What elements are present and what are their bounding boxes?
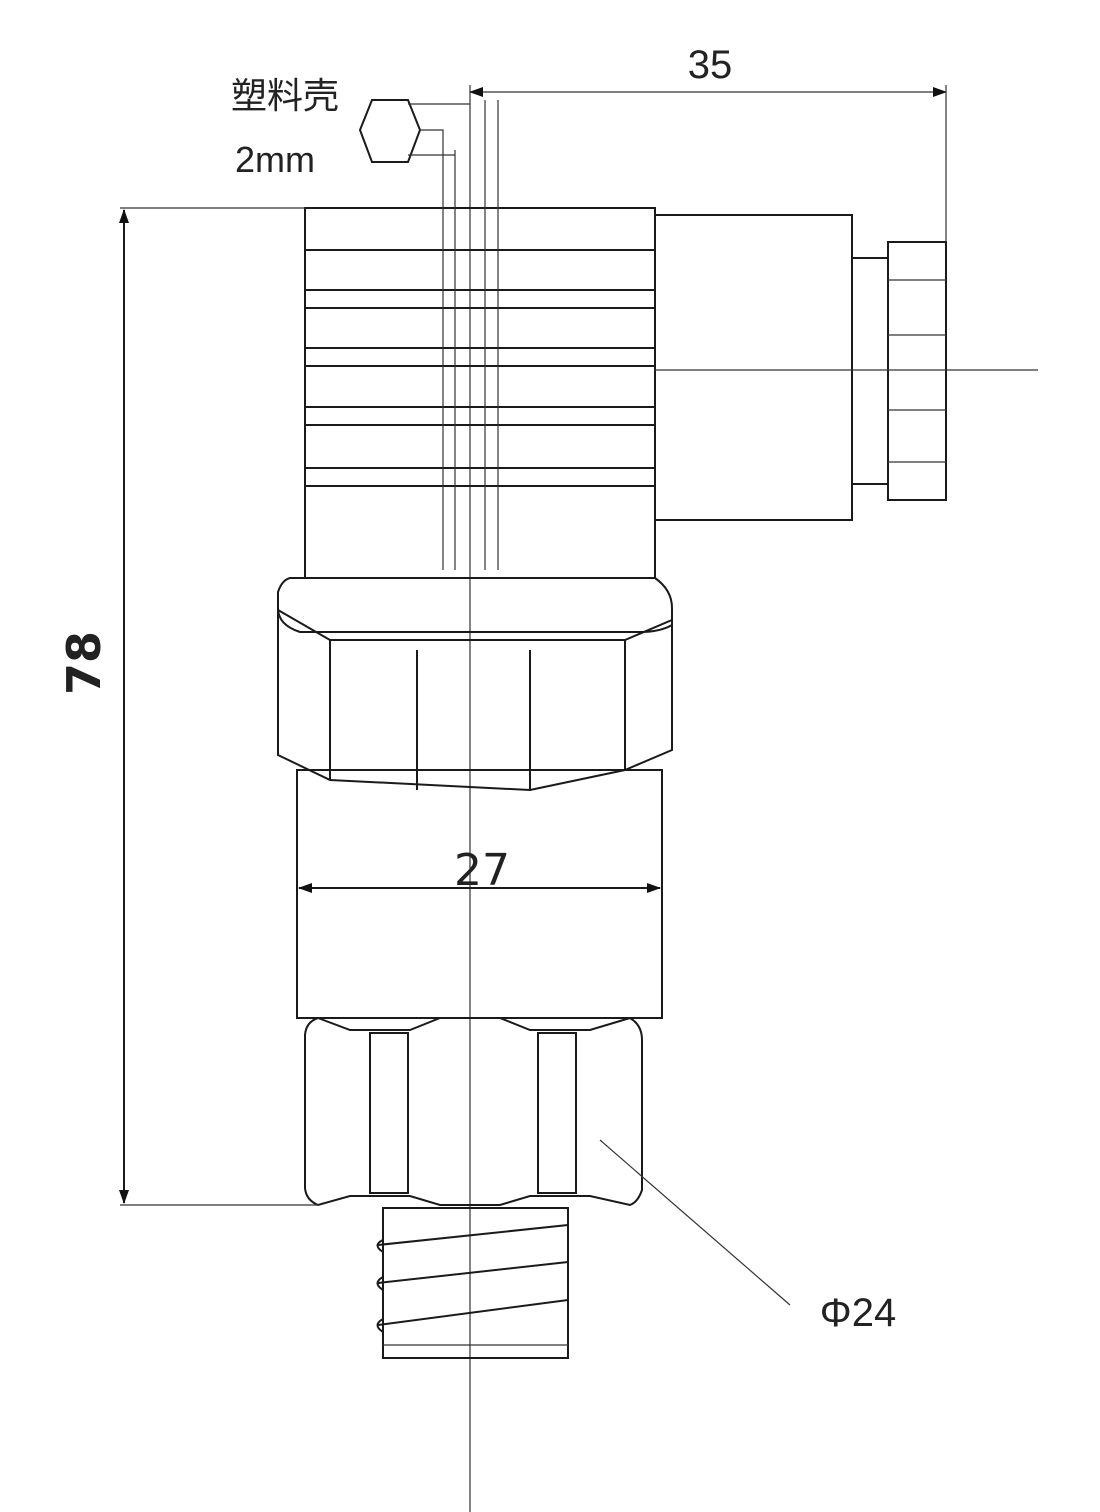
connector-housing bbox=[304, 100, 656, 579]
leader-phi24 bbox=[599, 1139, 791, 1306]
side-plug bbox=[655, 214, 1038, 521]
dim-78 bbox=[119, 207, 318, 1206]
dim-78-label: 78 bbox=[57, 631, 111, 695]
note-thickness: 2mm bbox=[235, 139, 315, 180]
collar bbox=[277, 577, 673, 792]
dim-35-label: 35 bbox=[688, 43, 733, 87]
lower-hex-nut bbox=[304, 1016, 643, 1207]
thread bbox=[376, 1207, 569, 1359]
note-material: 塑料壳 bbox=[231, 76, 339, 117]
dim-phi24-label: Φ24 bbox=[820, 1291, 896, 1335]
cable-gland-icon bbox=[358, 99, 470, 163]
dim-35 bbox=[469, 85, 947, 242]
dim-27-label: 27 bbox=[454, 845, 510, 896]
